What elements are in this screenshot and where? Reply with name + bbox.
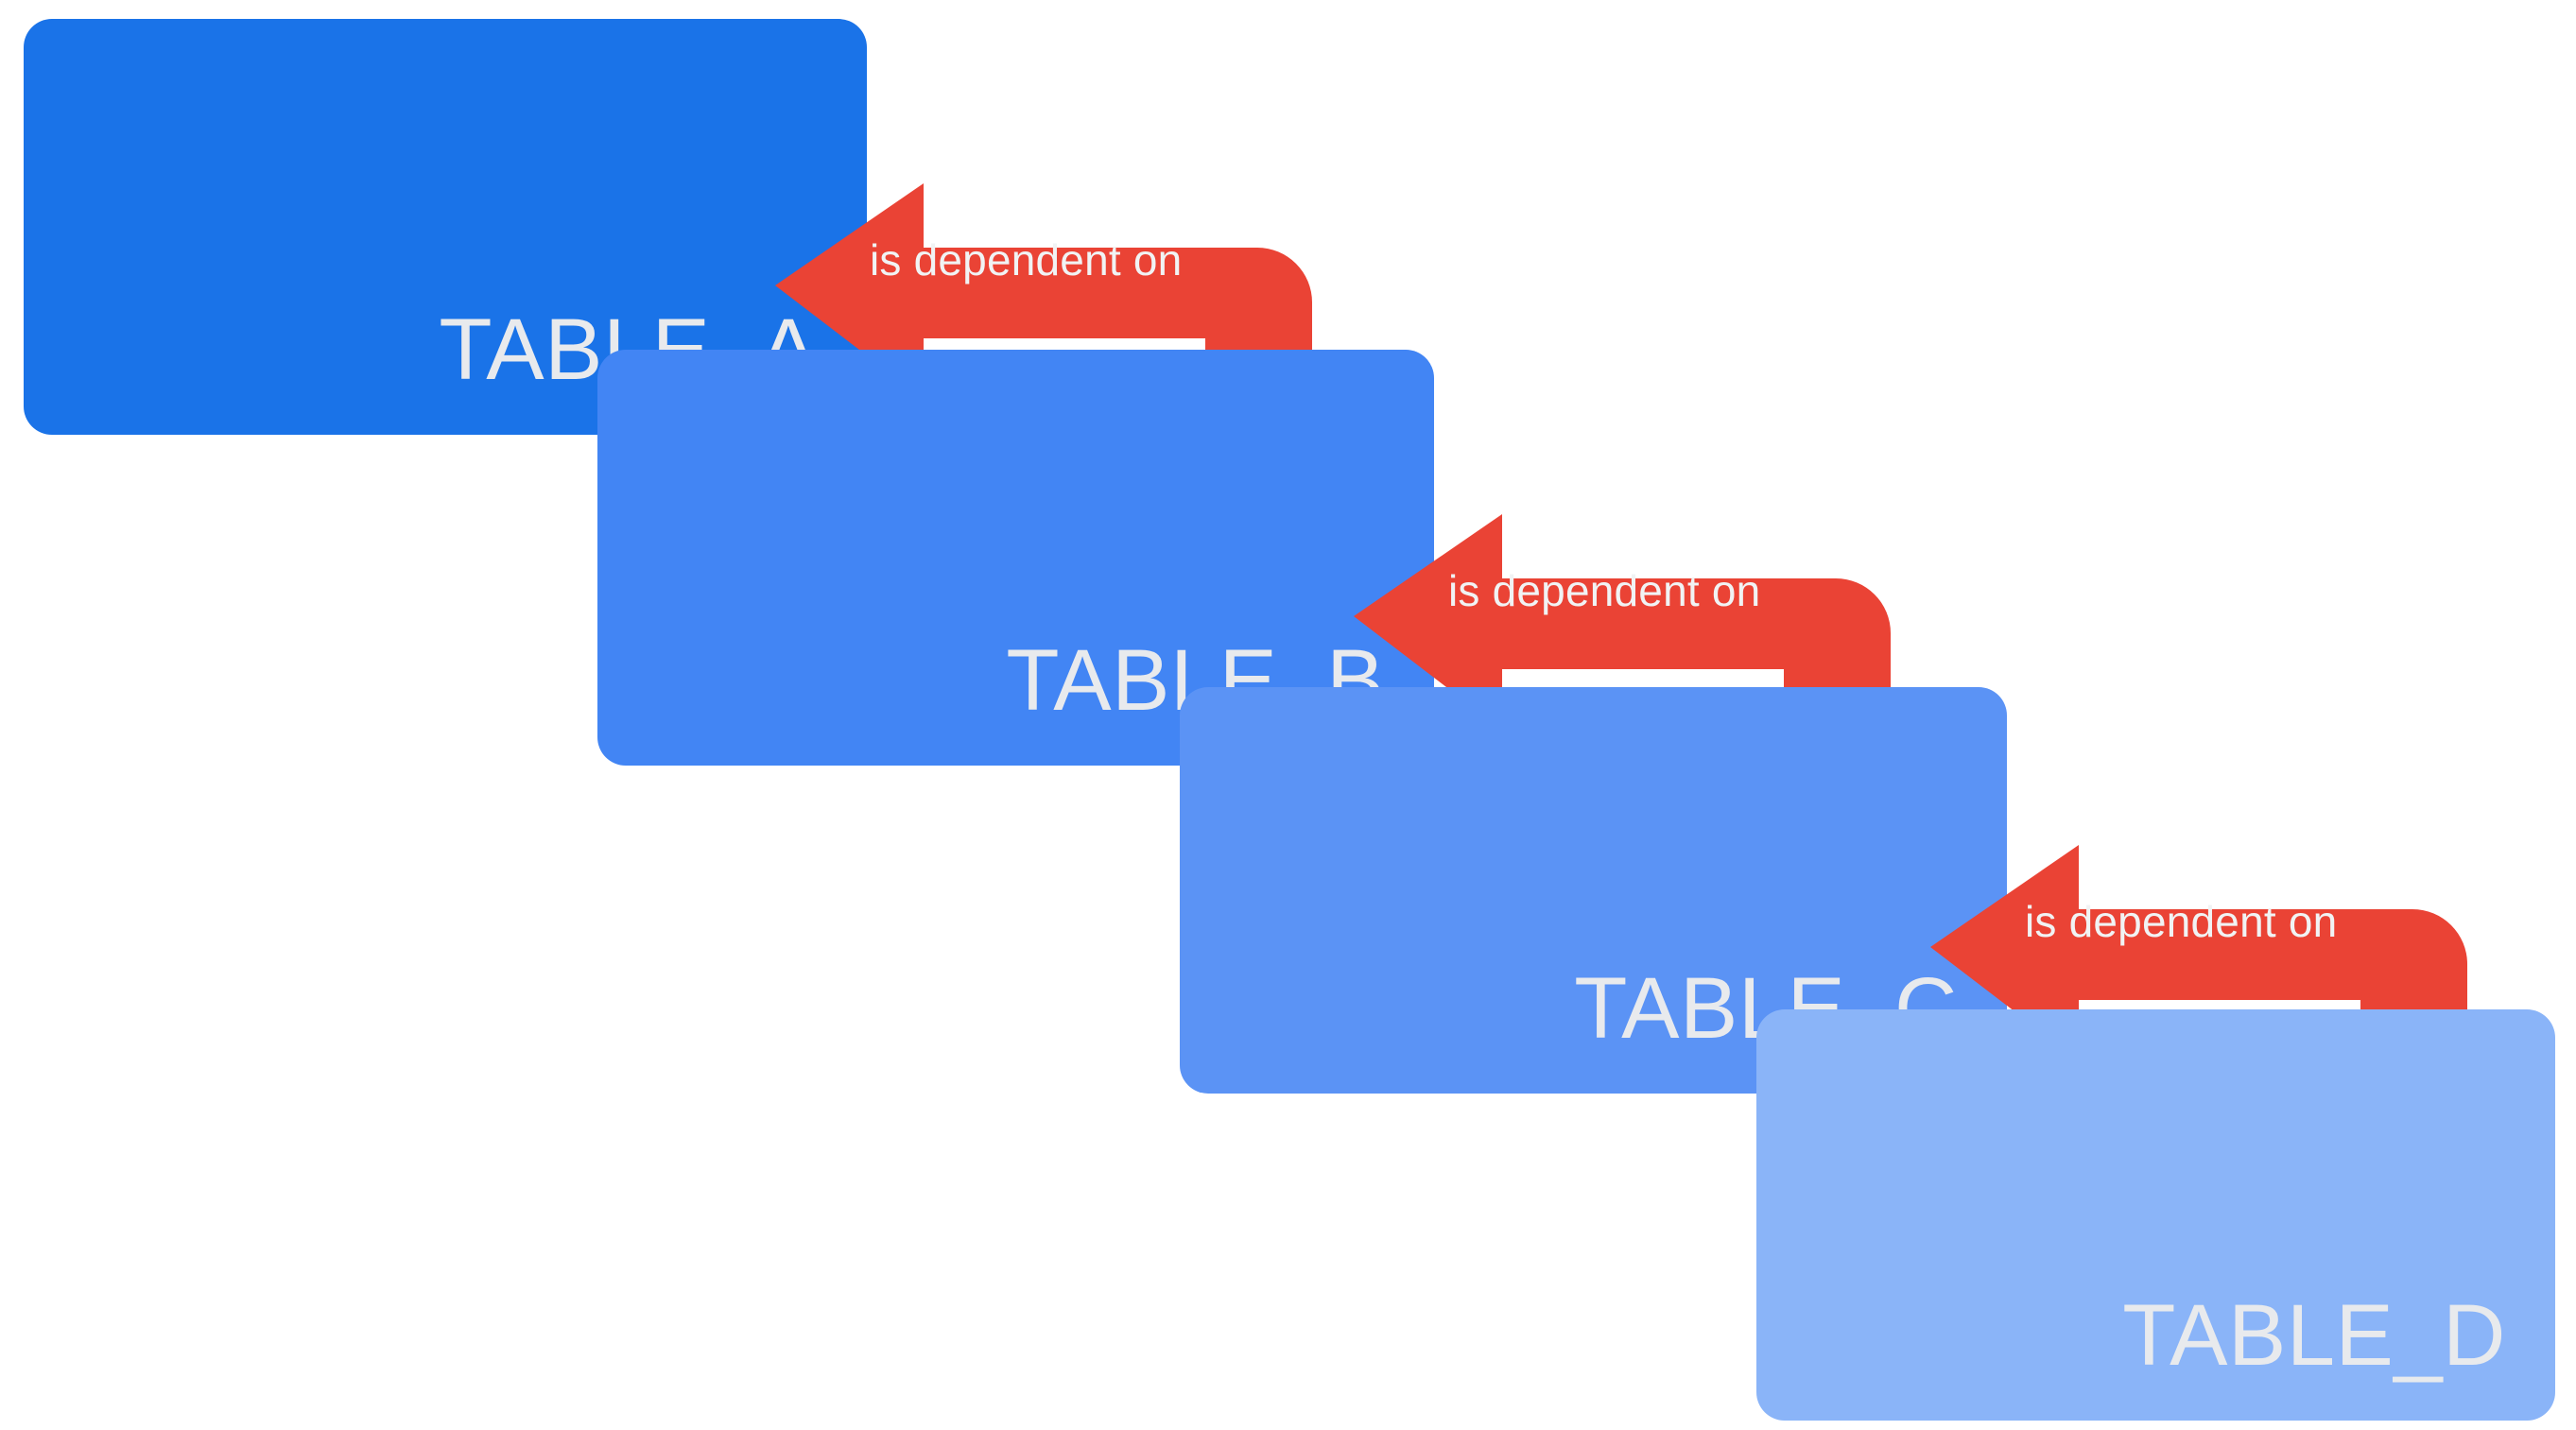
table-node-d[interactable]: TABLE_D — [1756, 1009, 2555, 1421]
dependency-arrow-a-b[interactable]: is dependent on — [775, 163, 1361, 465]
dependency-arrow-b-c-shape — [1354, 514, 1891, 796]
dependency-arrow-a-b-label: is dependent on — [870, 235, 1183, 284]
table-node-d-label: TABLE_D — [2122, 1287, 2506, 1384]
dependency-arrow-a-b-shape — [775, 183, 1312, 465]
dependency-arrow-b-c[interactable]: is dependent on — [1354, 493, 1940, 796]
dependency-arrow-c-d-label: is dependent on — [2025, 897, 2338, 946]
dependency-arrow-c-d[interactable]: is dependent on — [1930, 824, 2516, 1127]
dependency-arrow-c-d-shape — [1930, 845, 2467, 1127]
dependency-arrow-b-c-label: is dependent on — [1448, 566, 1761, 615]
